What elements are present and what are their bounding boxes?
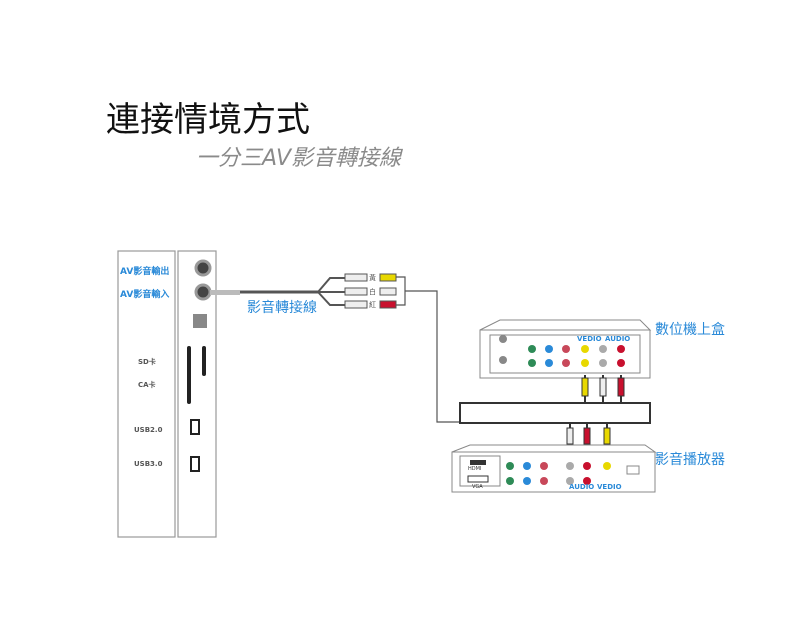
player-audio-label: AUDIO [569, 483, 595, 491]
optical-port [193, 314, 207, 328]
set-top-box-label: 數位機上盒 [655, 322, 725, 338]
stb-audio-label: AUDIO [605, 335, 631, 343]
sd-slot [187, 346, 191, 404]
vga-label: VGA [472, 484, 483, 490]
cable-label: 影音轉接線 [247, 300, 317, 316]
av-splitter-cable [210, 273, 460, 423]
hdmi-label: HDMI [468, 466, 482, 472]
stb-video-label: VEDIO [577, 335, 602, 343]
usb3-port [190, 456, 200, 472]
tv-panel [117, 250, 217, 538]
av-out-label: AV影音輸出 [120, 267, 170, 277]
media-player [451, 423, 657, 493]
page-title: 連接情境方式 [106, 100, 310, 140]
player-label: 影音播放器 [655, 452, 725, 468]
sd-label: SD卡 [138, 358, 156, 366]
white-plug-label: 白 [369, 288, 376, 296]
av-out-jack [194, 259, 212, 277]
av-in-label: AV影音輸入 [120, 290, 170, 300]
usb2-port [190, 419, 200, 435]
ca-slot [202, 346, 206, 376]
page-subtitle: 一分三AV影音轉接線 [196, 146, 402, 171]
usb3-label: USB3.0 [134, 460, 163, 468]
set-top-box [479, 319, 652, 403]
cable-junction [459, 402, 651, 424]
red-plug-label: 紅 [369, 301, 376, 309]
ca-label: CA卡 [138, 381, 156, 389]
player-video-label: VEDIO [597, 483, 622, 491]
av-in-jack [194, 283, 212, 301]
usb2-label: USB2.0 [134, 426, 163, 434]
yellow-plug-label: 黃 [369, 274, 376, 282]
